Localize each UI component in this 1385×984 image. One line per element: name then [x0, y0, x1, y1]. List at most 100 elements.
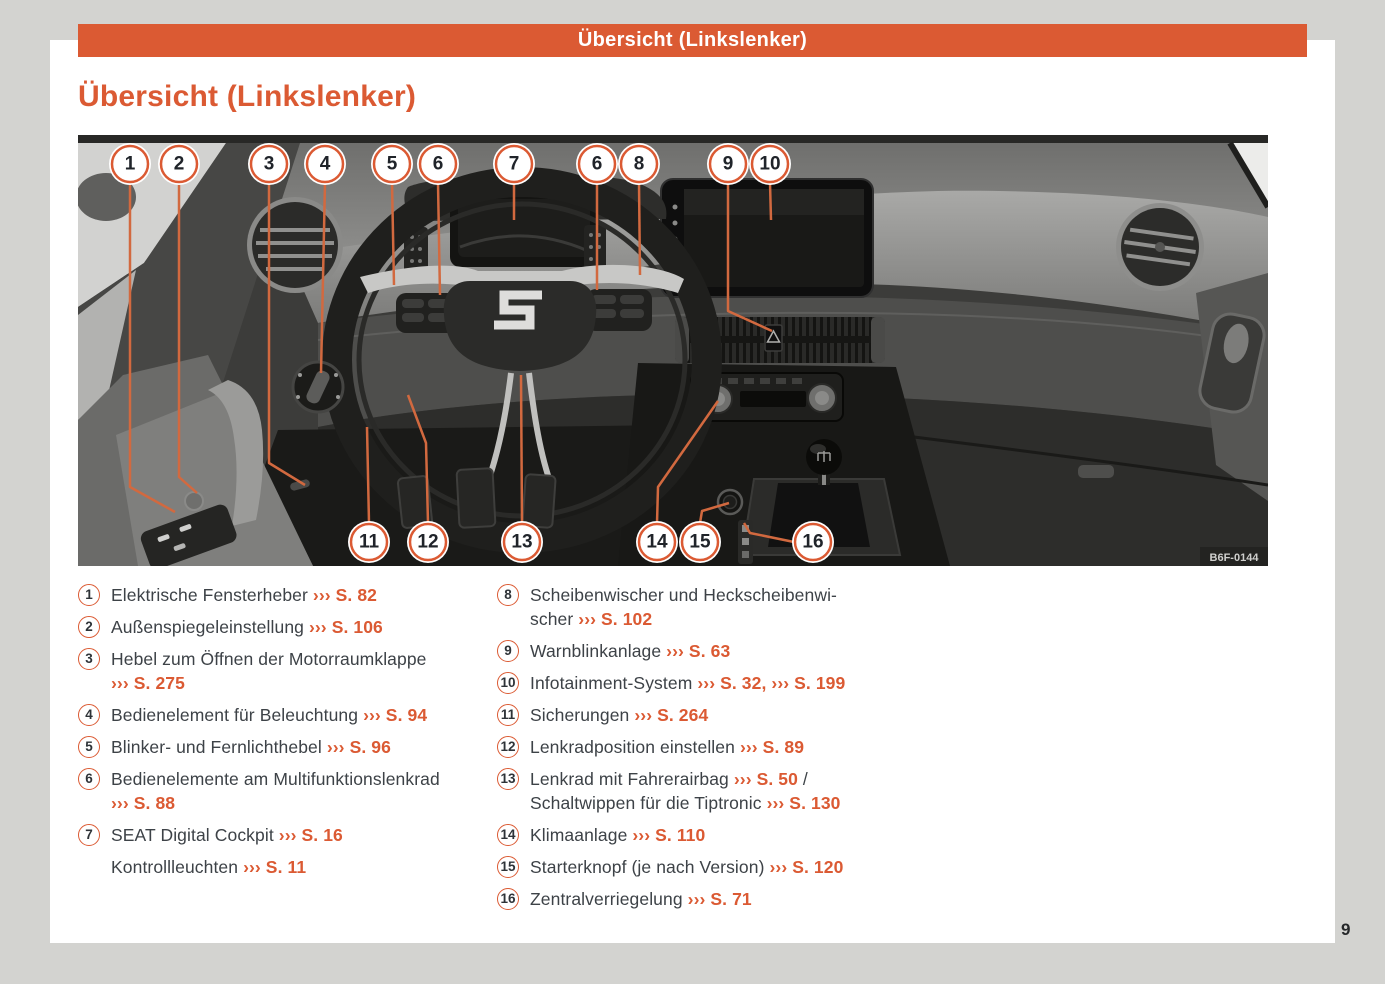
callout-13: 13 — [501, 374, 543, 563]
legend-text: Hebel zum Öffnen der Motorraumklappe — [111, 649, 427, 669]
page-ref-link[interactable]: ››› S. 11 — [243, 857, 307, 877]
callout-3: 3 — [248, 143, 306, 487]
legend-item-number: 1 — [78, 584, 100, 606]
page-ref-link[interactable]: ››› S. 264 — [634, 705, 709, 725]
legend-item-number: 5 — [78, 736, 100, 758]
callout-10: 10 — [749, 143, 791, 221]
page-ref-link[interactable]: ››› S. 106 — [308, 617, 383, 637]
page-ref-link[interactable]: ››› S. 275 — [111, 673, 185, 693]
mirror-adjust-knob — [184, 491, 204, 511]
page-ref-link[interactable]: ››› S. 82 — [312, 585, 378, 605]
page-ref-link[interactable]: ››› S. 110 — [632, 825, 706, 845]
svg-text:1: 1 — [125, 154, 136, 175]
svg-text:3: 3 — [264, 154, 275, 175]
callout-7: 7 — [493, 143, 535, 220]
page-ref-link[interactable]: ››› S. 130 — [766, 793, 841, 813]
legend-text: Blinker- und Fernlichthebel — [111, 737, 327, 757]
callout-4: 4 — [304, 143, 346, 374]
legend-item-text: SEAT Digital Cockpit ››› S. 16 — [111, 823, 492, 847]
legend-text: Klimaanlage — [530, 825, 633, 845]
page-ref-link[interactable]: ››› S. 32, — [697, 673, 767, 693]
callout-2: 2 — [158, 143, 200, 494]
page-number: 9 — [1341, 920, 1351, 939]
page-ref-link[interactable]: ››› S. 88 — [111, 793, 176, 813]
svg-text:4: 4 — [320, 154, 331, 175]
hazard-light-button — [764, 324, 783, 352]
page-ref-link[interactable]: ››› S. 120 — [769, 857, 844, 877]
legend-item-number: 7 — [78, 824, 100, 846]
page-ref-link[interactable]: ››› S. 94 — [363, 705, 428, 725]
legend-text: Schaltwippen für die Tiptronic — [530, 793, 767, 813]
seat-logo — [494, 290, 542, 330]
air-vent-left — [247, 197, 343, 293]
legend-text: Sicherungen — [530, 705, 635, 725]
legend-item-number: 13 — [497, 768, 519, 790]
legend-item-text: Sicherungen ››› S. 264 — [530, 703, 925, 727]
page-ref-link[interactable]: ››› S. 96 — [326, 737, 391, 757]
window-switch-panel — [140, 504, 237, 566]
svg-text:16: 16 — [802, 532, 823, 553]
callout-11: 11 — [348, 426, 390, 563]
a-pillar-right — [1227, 141, 1268, 209]
legend-item-text: Warnblinkanlage ››› S. 63 — [530, 639, 925, 663]
page-ref-link[interactable]: ››› S. 16 — [278, 825, 343, 845]
legend-text: Warnblinkanlage — [530, 641, 667, 661]
legend-text: Infotainment-System — [530, 673, 698, 693]
svg-text:13: 13 — [511, 532, 532, 553]
legend-item-text: Scheibenwischer und Heckscheibenwi-scher… — [530, 583, 925, 631]
svg-text:12: 12 — [417, 532, 438, 553]
page-ref-link[interactable]: ››› S. 50 — [733, 769, 798, 789]
legend-item-text: Bedienelement für Beleuchtung ››› S. 94 — [111, 703, 492, 727]
callout-1: 1 — [109, 143, 176, 514]
legend-item-number: 10 — [497, 672, 519, 694]
page-ref-link[interactable]: ››› S. 71 — [687, 889, 752, 909]
legend-item-text: Kontrollleuchten ››› S. 11 — [111, 855, 492, 879]
svg-text:6: 6 — [592, 154, 603, 175]
legend-item-number: 6 — [78, 768, 100, 790]
legend-text: SEAT Digital Cockpit — [111, 825, 279, 845]
page-ref-link[interactable]: ››› S. 89 — [739, 737, 805, 757]
figure-code: B6F-0144 — [1210, 552, 1260, 564]
page-ref-link[interactable]: ››› S. 63 — [666, 641, 731, 661]
legend-text: Kontrollleuchten — [111, 857, 244, 877]
legend-item-text: Starterknopf (je nach Version) ››› S. 12… — [530, 855, 925, 879]
legend-item-number: 14 — [497, 824, 519, 846]
legend-item-number: 2 — [78, 616, 100, 638]
legend-item-text: Lenkradposition einstellen ››› S. 89 — [530, 735, 925, 759]
gear-shifter — [740, 439, 902, 556]
callout-14: 14 — [636, 400, 720, 563]
legend-text: Starterknopf (je nach Version) — [530, 857, 770, 877]
door-grab-handle — [208, 380, 264, 526]
legend-item-text: Außenspiegeleinstellung ››› S. 106 — [111, 615, 492, 639]
svg-text:11: 11 — [359, 532, 380, 553]
callout-9: 9 — [707, 143, 773, 333]
legend-item: Kontrollleuchten ››› S. 11 — [78, 855, 492, 879]
svg-text:8: 8 — [634, 154, 645, 175]
side-window-lower — [78, 270, 136, 420]
legend-text: Bedienelement für Beleuchtung — [111, 705, 364, 725]
page-ref-link[interactable]: ››› S. 199 — [771, 673, 846, 693]
callout-6: 6 — [417, 143, 459, 296]
legend-text: Lenkrad mit Fahrerairbag — [530, 769, 734, 789]
page-ref-link[interactable]: ››› S. 102 — [578, 609, 653, 629]
legend-item: 5 Blinker- und Fernlichthebel ››› S. 96 — [78, 735, 492, 759]
page-title: Übersicht (Linkslenker) — [78, 80, 417, 113]
legend-text: Lenkradposition einstellen — [530, 737, 740, 757]
running-header-bar: Übersicht (Linkslenker) — [78, 24, 1307, 57]
callout-5: 5 — [371, 143, 413, 286]
svg-text:9: 9 — [723, 154, 734, 175]
callout-8: 8 — [618, 143, 660, 276]
running-header-title: Übersicht (Linkslenker) — [577, 29, 808, 51]
